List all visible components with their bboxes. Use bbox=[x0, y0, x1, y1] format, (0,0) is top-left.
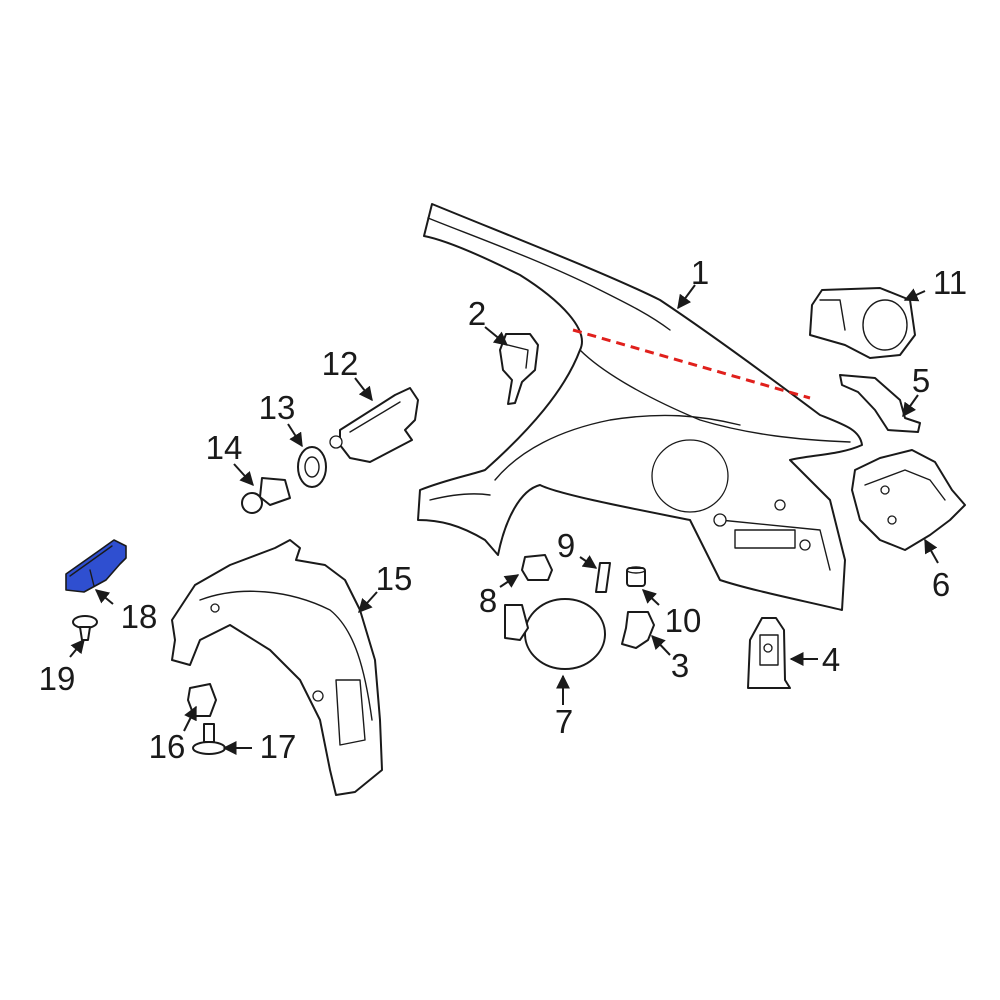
leader-2 bbox=[484, 326, 509, 346]
callout-16: 16 bbox=[149, 728, 186, 765]
callout-3: 3 bbox=[671, 647, 689, 684]
callout-7: 7 bbox=[555, 703, 573, 740]
callout-1: 1 bbox=[691, 254, 709, 291]
callout-2: 2 bbox=[468, 295, 486, 332]
part-10-plug bbox=[626, 566, 646, 587]
leader-14 bbox=[233, 463, 254, 487]
leader-6 bbox=[924, 538, 939, 564]
part-18-highlighted bbox=[65, 539, 127, 593]
leader-arrows bbox=[69, 284, 939, 755]
callout-5: 5 bbox=[912, 362, 930, 399]
part-6-panel bbox=[851, 449, 966, 551]
part-3-bracket bbox=[621, 611, 655, 649]
part-19-clip bbox=[72, 615, 98, 641]
part-15-fender-liner bbox=[171, 539, 383, 796]
part-1-quarter-panel bbox=[417, 203, 863, 611]
leader-16 bbox=[183, 705, 197, 732]
leader-11 bbox=[903, 288, 926, 302]
leader-15 bbox=[358, 591, 378, 614]
part-2-bracket bbox=[499, 333, 539, 405]
part-12-actuator bbox=[329, 387, 419, 463]
part-13-grommet bbox=[297, 446, 327, 488]
part-18-body bbox=[65, 539, 127, 593]
leader-5 bbox=[902, 394, 919, 418]
callout-10: 10 bbox=[665, 602, 702, 639]
part-5-seal bbox=[839, 374, 921, 433]
leader-1 bbox=[677, 284, 696, 310]
callout-14: 14 bbox=[206, 429, 243, 466]
leader-3 bbox=[651, 634, 671, 656]
callout-12: 12 bbox=[322, 345, 359, 382]
callout-labels: 1 2 3 4 5 6 7 8 9 10 11 12 13 14 15 16 1… bbox=[39, 254, 967, 765]
part-11-fuel-housing bbox=[809, 287, 916, 359]
callout-11: 11 bbox=[933, 264, 967, 301]
callout-8: 8 bbox=[479, 582, 497, 619]
part-7-fuel-door bbox=[504, 598, 606, 670]
cut-line bbox=[572, 328, 811, 400]
part-4-plate bbox=[747, 617, 791, 689]
leader-19 bbox=[69, 638, 85, 658]
part-16-clip bbox=[187, 683, 217, 717]
callout-19: 19 bbox=[39, 660, 76, 697]
part-9-bumper bbox=[595, 562, 611, 593]
part-17-fastener bbox=[192, 723, 226, 755]
leader-9 bbox=[579, 555, 598, 569]
leader-12 bbox=[354, 377, 373, 402]
callout-6: 6 bbox=[932, 566, 950, 603]
callout-17: 17 bbox=[260, 728, 297, 765]
leader-13 bbox=[287, 423, 303, 448]
callout-18: 18 bbox=[121, 598, 158, 635]
callout-9: 9 bbox=[557, 527, 575, 564]
part-8-clip bbox=[521, 554, 553, 581]
callout-15: 15 bbox=[376, 560, 413, 597]
callout-13: 13 bbox=[259, 389, 296, 426]
leader-18 bbox=[94, 589, 114, 605]
leader-8 bbox=[499, 574, 520, 588]
part-14-sensor bbox=[241, 477, 291, 514]
callout-4: 4 bbox=[822, 641, 840, 678]
leader-10 bbox=[641, 589, 660, 606]
